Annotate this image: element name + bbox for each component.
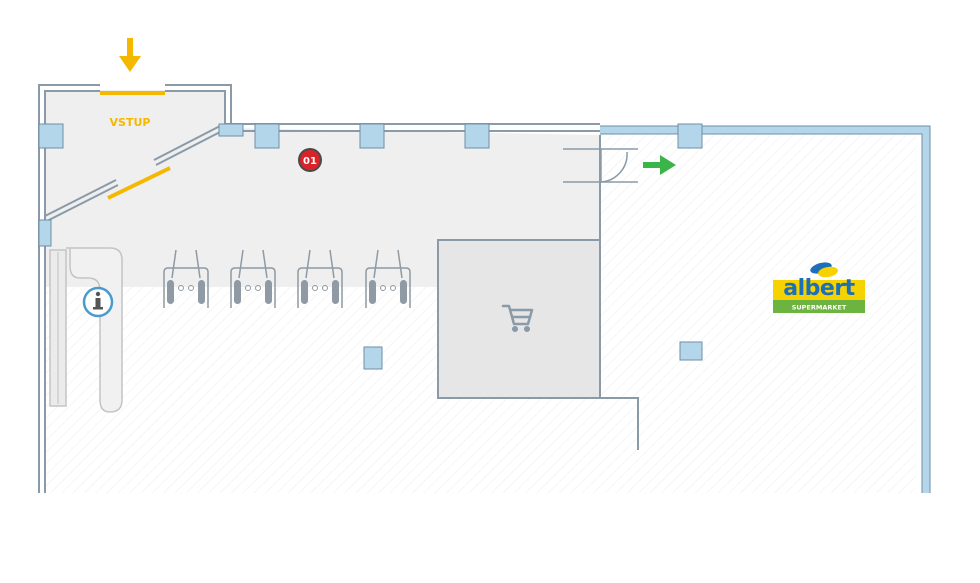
albert-logo[interactable]: albert SUPERMARKET: [773, 260, 865, 313]
corridor-area: [44, 128, 600, 287]
outer-walls: [38, 84, 639, 493]
turnstile-gates: [163, 249, 411, 308]
turnstile-gate-icon: [230, 249, 276, 308]
turnstile-gate-icon: [163, 249, 209, 308]
pillar: [363, 346, 383, 370]
pillar: [254, 123, 280, 149]
arrow-down-icon: [119, 38, 141, 72]
cart-zone: [437, 239, 601, 399]
vestibule-diagonal: [44, 125, 223, 223]
pillar: [218, 123, 244, 137]
location-marker[interactable]: 01: [298, 148, 322, 172]
turnstile-gate-icon: [365, 249, 411, 308]
shopping-cart-icon: [501, 304, 534, 333]
pillar: [359, 123, 385, 149]
pillar: [38, 219, 52, 247]
pillars: [38, 123, 703, 370]
turnstile-gate-icon: [297, 249, 343, 308]
brand-name: albert: [783, 276, 855, 301]
info-desk: [49, 247, 123, 413]
brand-tagline: SUPERMARKET: [792, 304, 847, 312]
arrow-right-icon: [643, 155, 676, 175]
pillar: [464, 123, 490, 149]
inner-door: [107, 166, 171, 200]
pillar: [38, 123, 64, 149]
marker-label: 01: [303, 156, 317, 167]
pillar: [677, 123, 703, 149]
albert-store-wall: [600, 126, 930, 493]
exit-door: [563, 148, 638, 183]
pillar: [679, 341, 703, 361]
info-icon[interactable]: [82, 286, 114, 318]
entrance-label: VSTUP: [110, 116, 151, 129]
entrance-vestibule: [44, 90, 226, 222]
